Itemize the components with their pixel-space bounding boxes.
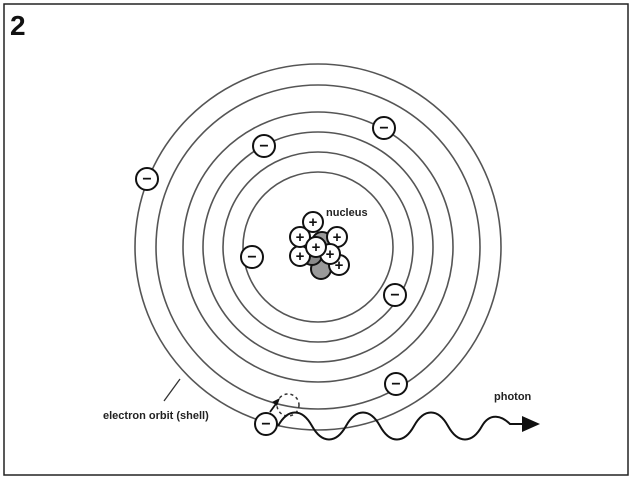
proton-sign: + <box>326 246 335 263</box>
electron: − <box>255 413 277 435</box>
proton-sign: + <box>312 239 321 256</box>
proton-sign: + <box>309 214 318 231</box>
photon-arrowhead <box>522 416 540 432</box>
electron-sign: − <box>390 287 399 304</box>
electron: − <box>373 117 395 139</box>
proton: + <box>306 237 326 257</box>
proton: + <box>303 212 323 232</box>
electron-sign: − <box>391 376 400 393</box>
figure-number: 2 <box>10 10 26 42</box>
electron-sign: − <box>379 120 388 137</box>
electron-sign: − <box>261 416 270 433</box>
electron: − <box>384 284 406 306</box>
photon-label: photon <box>494 391 532 403</box>
nucleus-label: nucleus <box>326 207 368 219</box>
electron: − <box>253 135 275 157</box>
photon-wave <box>278 413 524 440</box>
electron: − <box>136 168 158 190</box>
orbit-label-leader <box>164 379 180 401</box>
electron-sign: − <box>142 171 151 188</box>
electron: − <box>241 246 263 268</box>
electron: − <box>385 373 407 395</box>
orbit-label: electron orbit (shell) <box>103 410 209 422</box>
electron-sign: − <box>247 249 256 266</box>
nucleus-cluster: + + + + + + + <box>290 212 349 279</box>
proton-sign: + <box>296 248 305 265</box>
proton-sign: + <box>296 229 305 246</box>
proton-sign: + <box>333 229 342 246</box>
electron-sign: − <box>259 138 268 155</box>
